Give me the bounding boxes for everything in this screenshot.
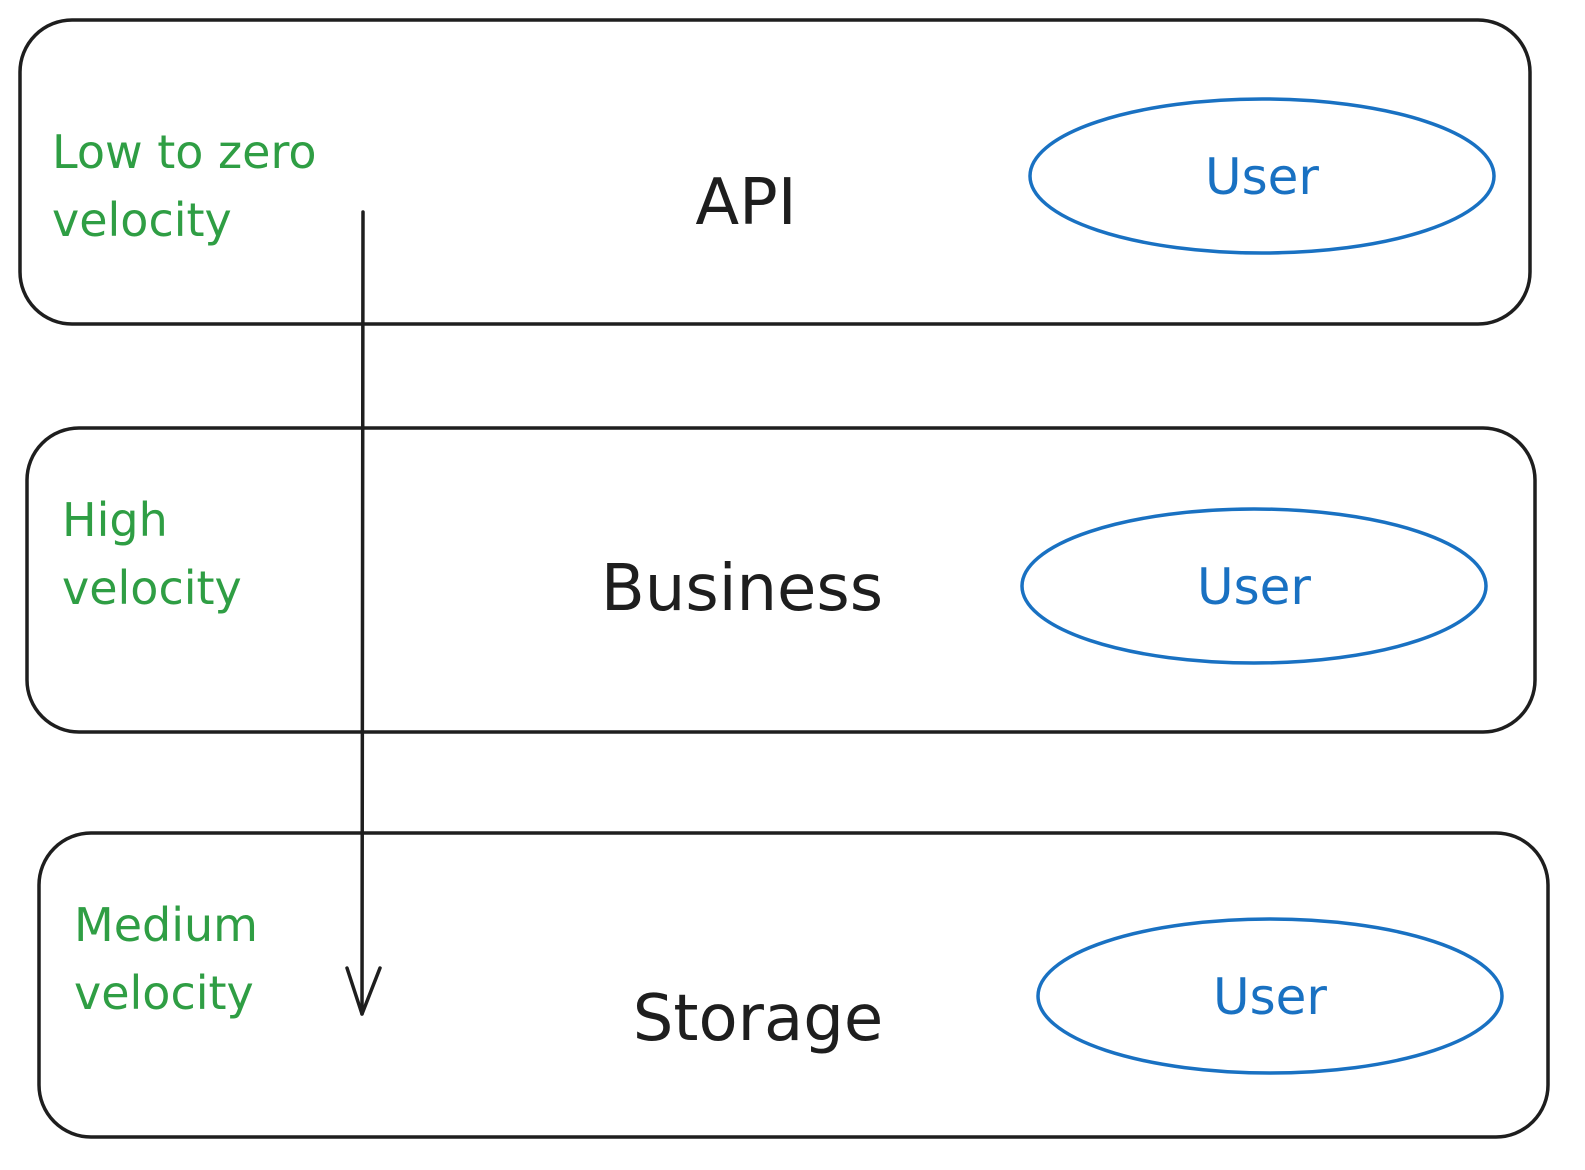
layer-storage-box: [37, 831, 1550, 1139]
flow-arrow-shaft: [360, 210, 365, 1016]
layer-storage: Medium velocity Storage User: [37, 831, 1550, 1139]
layer-business-user-label: User: [1197, 558, 1311, 616]
layer-api-box: [18, 18, 1532, 326]
layer-business-title: Business: [601, 552, 883, 626]
layer-business-user-ellipse: [1020, 507, 1488, 665]
layer-storage-velocity-line2: velocity: [74, 966, 254, 1020]
layer-api-velocity-line2: velocity: [52, 193, 232, 247]
flow-arrow: [345, 210, 382, 1016]
flow-arrow-head-icon: [345, 966, 382, 1016]
layer-business-box: [25, 426, 1537, 734]
layer-storage-title: Storage: [633, 982, 883, 1056]
layer-api-user-ellipse: [1028, 97, 1496, 255]
layer-business-velocity-line1: High: [62, 493, 168, 547]
layer-business-velocity-line2: velocity: [62, 561, 242, 615]
layer-api-user-label: User: [1205, 148, 1319, 206]
layer-business: High velocity Business User: [25, 426, 1537, 734]
layer-storage-user-label: User: [1213, 968, 1327, 1026]
layer-storage-user-ellipse: [1036, 917, 1504, 1075]
layer-storage-velocity-line1: Medium: [74, 898, 258, 952]
layer-api: Low to zero velocity API User: [18, 18, 1532, 326]
layer-api-velocity-line1: Low to zero: [52, 125, 317, 179]
layer-api-title: API: [695, 166, 796, 240]
